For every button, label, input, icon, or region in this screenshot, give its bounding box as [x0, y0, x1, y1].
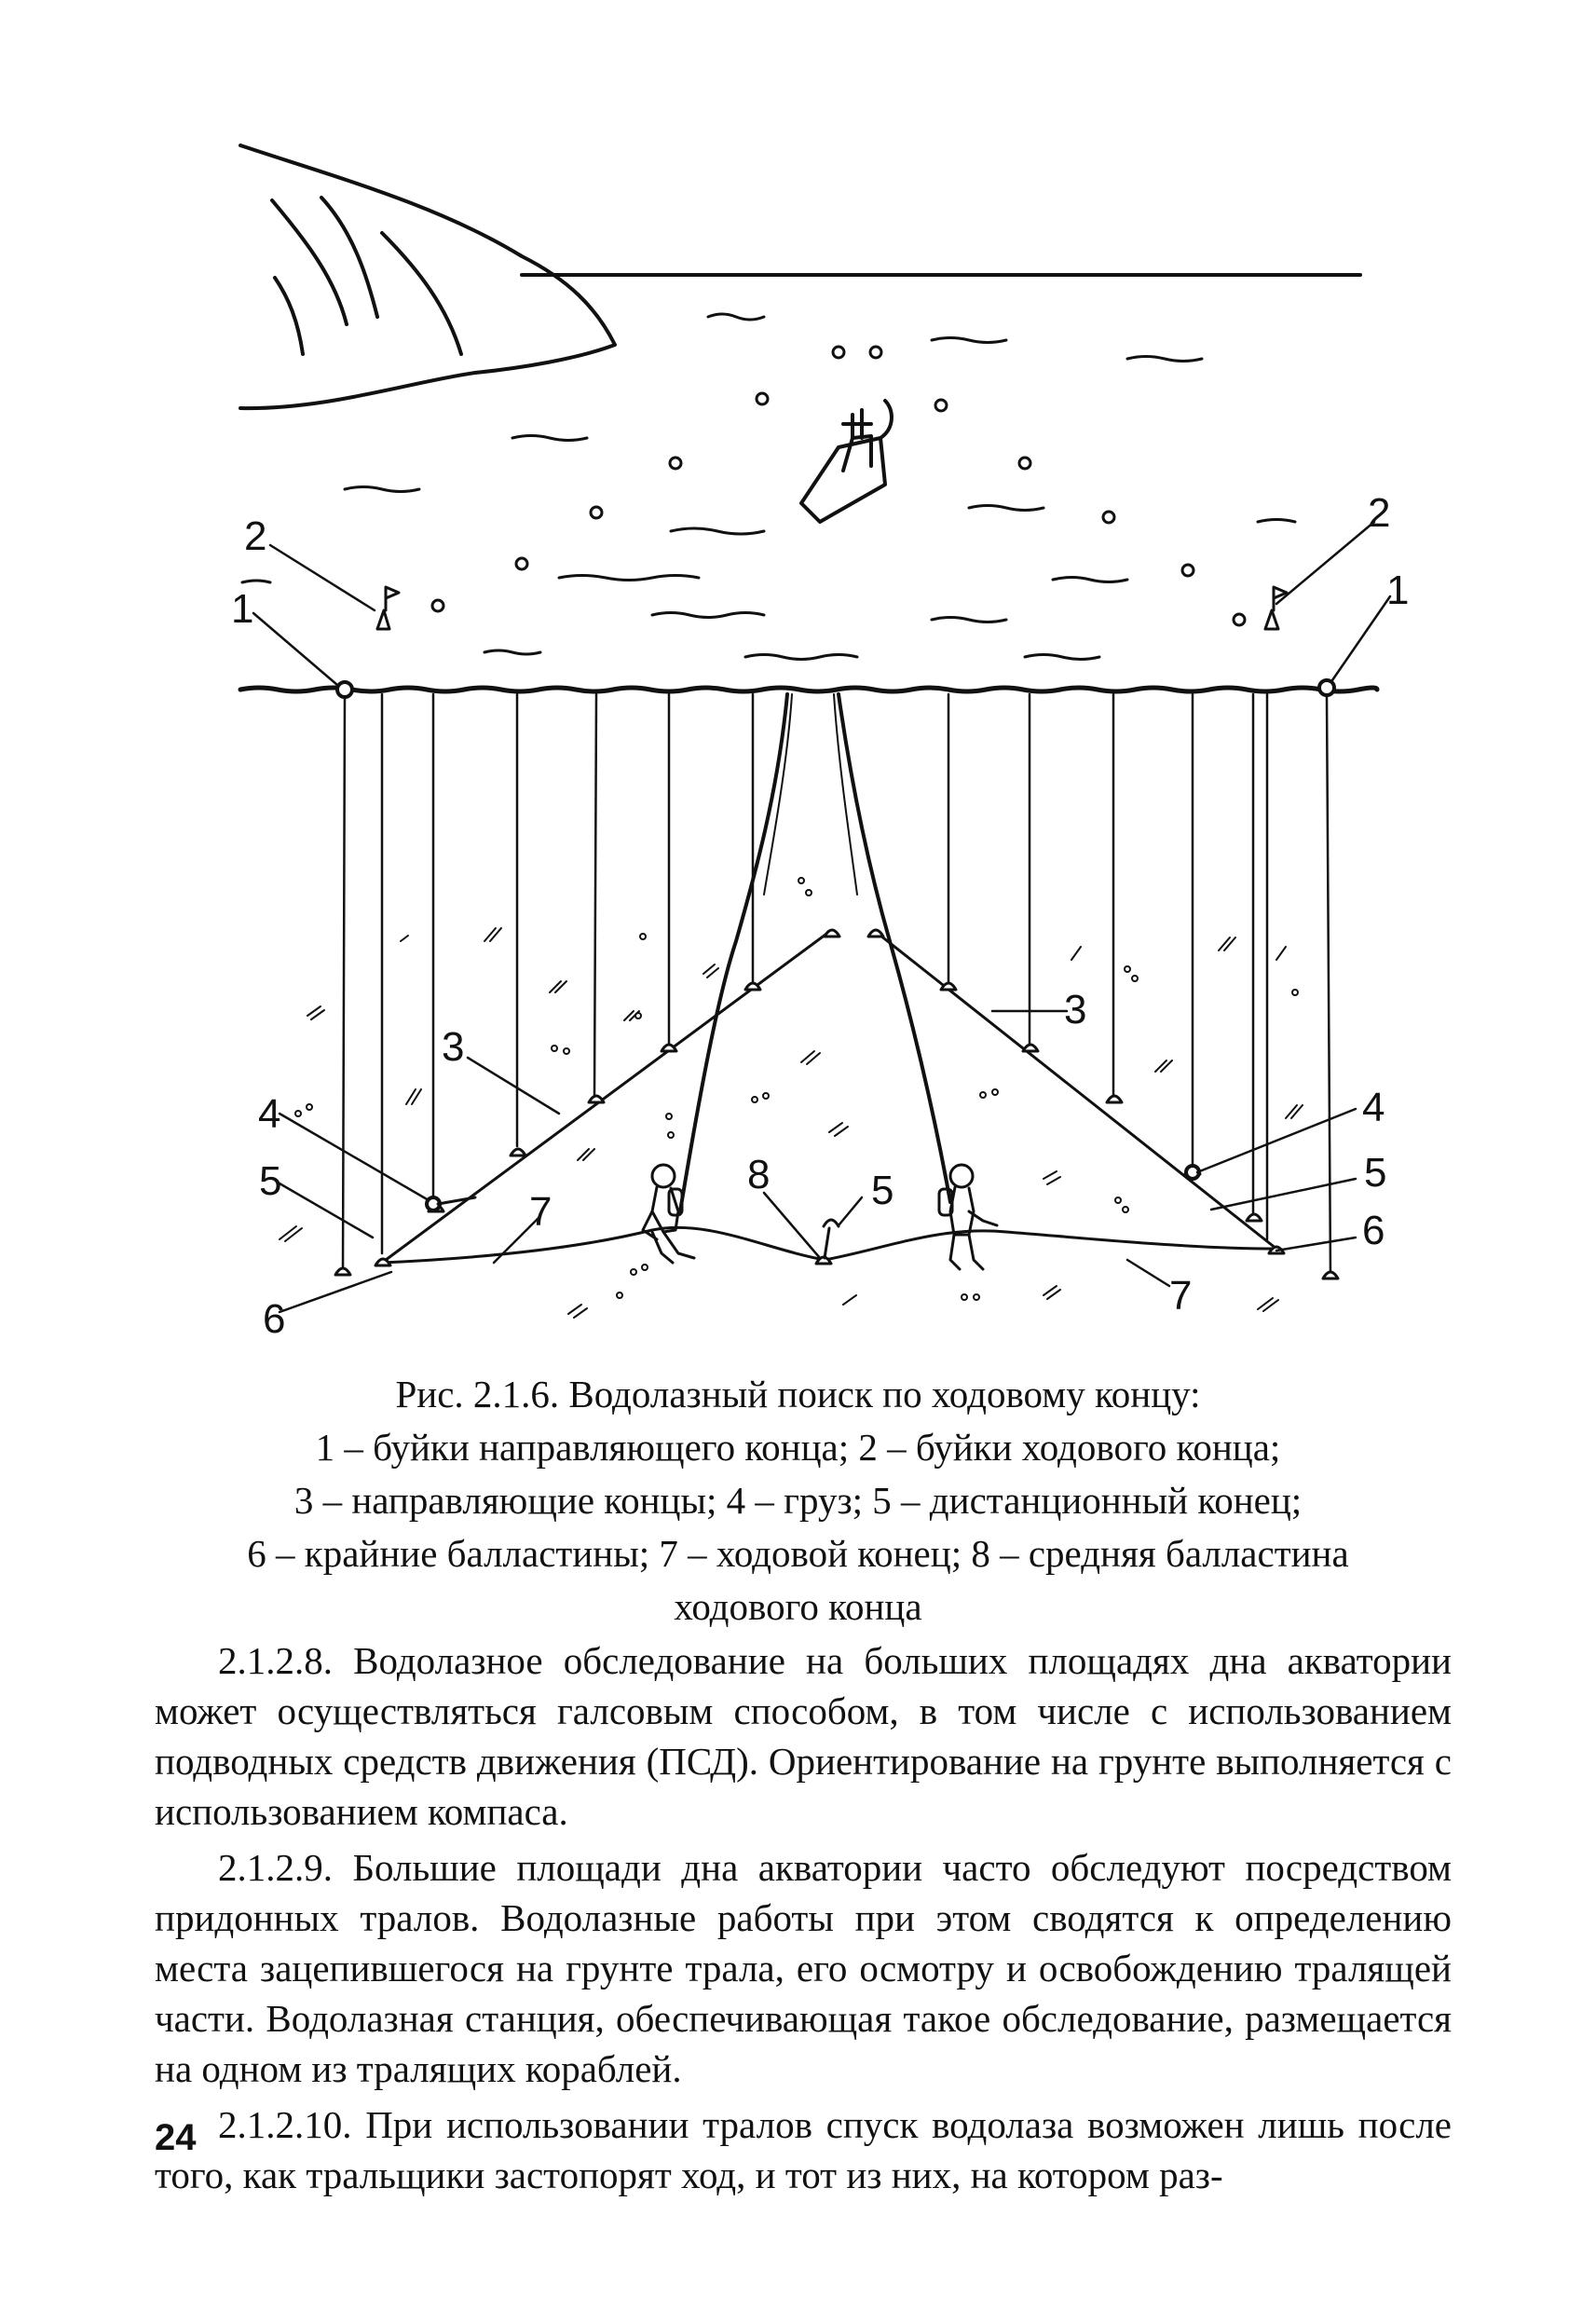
sea-surface-waves — [240, 312, 1297, 661]
figure-caption: Рис. 2.1.6. Водолазный поиск по ходовому… — [149, 1368, 1447, 1634]
callout-7-left: 7 — [529, 1189, 552, 1235]
caption-line: 1 – буйки направляющего конца; 2 – буйки… — [315, 1426, 1281, 1469]
caption-line: 6 – крайние балластины; 7 – ходовой коне… — [247, 1532, 1349, 1575]
callout-6-left: 6 — [263, 1296, 285, 1342]
callout-4-left: 4 — [258, 1091, 280, 1137]
surface-flag-buoys — [375, 585, 1289, 631]
callout-4-right: 4 — [1362, 1085, 1385, 1130]
diver-left — [641, 1163, 696, 1265]
ballast-weights — [334, 928, 1340, 1280]
paragraph: 2.1.2.9. Большие площади дна акватории ч… — [155, 1846, 1452, 2090]
callout-2-left: 2 — [244, 513, 266, 559]
caption-line: ходового конца — [674, 1585, 922, 1628]
callout-leaders — [252, 520, 1392, 1314]
caption-line: Рис. 2.1.6. Водолазный поиск по ходовому… — [395, 1373, 1201, 1415]
diver-right — [937, 1163, 999, 1271]
callout-5-center: 5 — [871, 1168, 893, 1213]
guide-buoy-left — [335, 680, 354, 699]
center-ropes — [678, 692, 952, 1213]
page-number: 24 — [155, 2117, 197, 2158]
shoreline — [239, 144, 1362, 411]
boat — [799, 399, 893, 524]
caption-line: 3 – направляющие концы; 4 – груз; 5 – ди… — [293, 1479, 1303, 1522]
buoy-lines — [341, 692, 1332, 1279]
callout-8: 8 — [747, 1152, 770, 1197]
callout-3-right: 3 — [1064, 987, 1086, 1032]
paragraph: 2.1.2.10. При использовании тралов спуск… — [155, 2103, 1452, 2196]
seabed-marks — [279, 877, 1303, 1319]
body-text: 2.1.2.8. Водолазное обследование на боль… — [155, 1635, 1452, 2206]
callout-3-left: 3 — [442, 1024, 464, 1070]
callout-5-right: 5 — [1364, 1150, 1386, 1196]
floating-markers — [430, 345, 1247, 627]
callout-7-right: 7 — [1169, 1273, 1192, 1319]
guide-buoy-right — [1317, 678, 1336, 697]
distance-line-left — [436, 1196, 477, 1206]
callout-2-right: 2 — [1368, 490, 1390, 536]
callout-5-left: 5 — [259, 1158, 281, 1204]
diver-search-illustration: 2 1 2 1 3 3 4 4 5 5 5 6 6 7 7 8 — [231, 144, 1409, 1342]
callout-6-right: 6 — [1362, 1208, 1385, 1253]
distance-line-center — [822, 1218, 840, 1260]
paragraph: 2.1.2.8. Водолазное обследование на боль… — [155, 1639, 1452, 1833]
water-surface-line — [238, 685, 1380, 694]
callout-1-left: 1 — [231, 586, 253, 632]
callout-1-right: 1 — [1386, 567, 1409, 613]
